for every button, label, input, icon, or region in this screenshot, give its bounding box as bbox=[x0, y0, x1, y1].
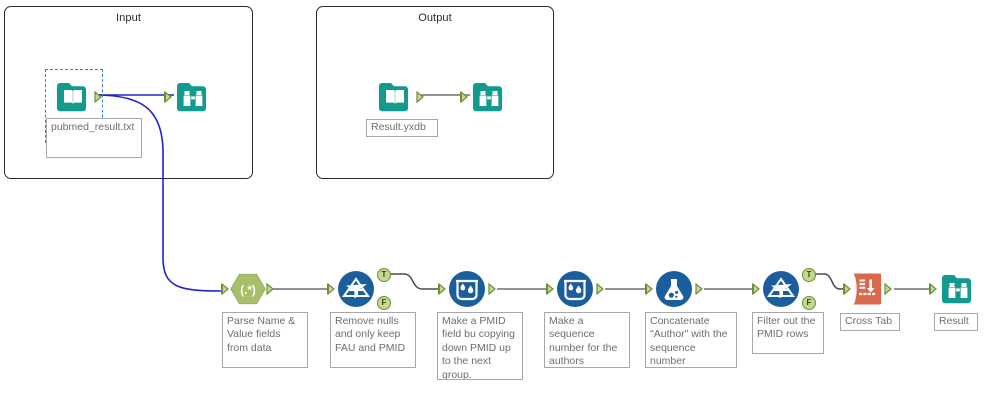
tool-formula[interactable] bbox=[645, 270, 703, 308]
connection-filter1-to-multirow1[interactable] bbox=[384, 273, 441, 290]
output-anchor[interactable] bbox=[94, 91, 103, 103]
input-anchor[interactable] bbox=[546, 283, 555, 295]
book-icon bbox=[57, 83, 86, 112]
container-title-input: Input bbox=[116, 12, 141, 24]
annotation-input-data[interactable]: pubmed_result.txt bbox=[46, 118, 142, 158]
tool-input-data[interactable] bbox=[45, 69, 103, 143]
input-anchor[interactable] bbox=[645, 283, 654, 295]
annotation-result[interactable]: Result bbox=[934, 313, 978, 331]
tool-filter-2[interactable]: T F bbox=[752, 268, 816, 310]
filter-funnel-icon bbox=[338, 271, 374, 307]
filter-true-anchor[interactable]: T bbox=[802, 268, 816, 282]
annotation-multirow-2[interactable]: Make a sequence number for the authors bbox=[544, 312, 630, 368]
output-anchor[interactable] bbox=[596, 283, 605, 295]
tool-browse-result[interactable] bbox=[929, 270, 977, 308]
input-anchor[interactable] bbox=[752, 283, 761, 295]
cross-tab-icon bbox=[853, 273, 882, 305]
annotation-filter-1[interactable]: Remove nulls and only keep FAU and PMID bbox=[330, 312, 416, 368]
tool-cross-tab[interactable] bbox=[843, 270, 892, 308]
tool-multi-row-formula-2[interactable] bbox=[546, 270, 604, 308]
tool-browse-output[interactable] bbox=[460, 78, 508, 116]
regex-hexagon-icon: (.*) bbox=[230, 273, 266, 305]
tool-container-output[interactable]: Output bbox=[316, 6, 554, 179]
input-anchor[interactable] bbox=[438, 283, 447, 295]
tool-filter-1[interactable]: T F bbox=[327, 268, 391, 310]
annotation-filter-2[interactable]: Filter out the PMID rows bbox=[752, 312, 824, 354]
bucket-droplet-icon bbox=[557, 271, 593, 307]
tool-regex[interactable]: (.*) bbox=[221, 270, 274, 308]
filter-true-anchor[interactable]: T bbox=[377, 268, 391, 282]
book-icon bbox=[379, 83, 408, 112]
annotation-cross-tab[interactable]: Cross Tab bbox=[840, 313, 900, 331]
tool-output-data[interactable] bbox=[376, 78, 424, 116]
input-anchor[interactable] bbox=[929, 283, 938, 295]
bucket-droplet-icon bbox=[449, 271, 485, 307]
tool-multi-row-formula-1[interactable] bbox=[438, 270, 496, 308]
output-anchor[interactable] bbox=[695, 283, 704, 295]
tool-browse-input[interactable] bbox=[164, 78, 212, 116]
annotation-regex[interactable]: Parse Name & Value fields from data bbox=[222, 312, 308, 368]
regex-label: (.*) bbox=[240, 284, 256, 297]
binoculars-icon bbox=[473, 83, 502, 112]
annotation-multirow-1[interactable]: Make a PMID field bu copying down PMID u… bbox=[437, 312, 523, 380]
binoculars-icon bbox=[177, 83, 206, 112]
binoculars-icon bbox=[942, 275, 971, 304]
flask-icon bbox=[656, 271, 692, 307]
annotation-formula[interactable]: Concatenate "Author" with the sequence n… bbox=[645, 312, 737, 368]
annotation-output-data[interactable]: Result.yxdb bbox=[366, 119, 438, 137]
filter-false-anchor[interactable]: F bbox=[802, 296, 816, 310]
output-anchor[interactable] bbox=[488, 283, 497, 295]
filter-funnel-icon bbox=[763, 271, 799, 307]
container-title-output: Output bbox=[418, 12, 452, 24]
output-anchor[interactable] bbox=[266, 283, 275, 295]
filter-false-anchor[interactable]: F bbox=[377, 296, 391, 310]
input-anchor[interactable] bbox=[327, 283, 336, 295]
